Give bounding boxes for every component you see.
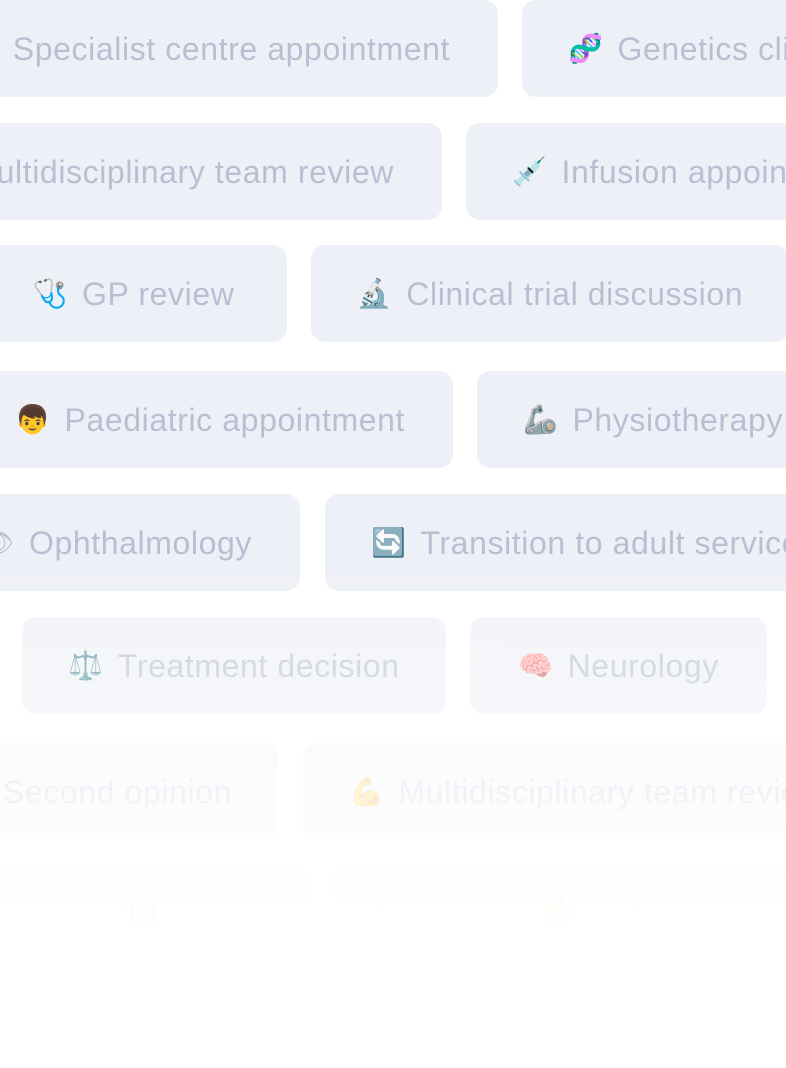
child-icon: 👦 bbox=[15, 403, 51, 435]
clipboard-icon: 📋 bbox=[125, 897, 161, 928]
option-label: Physiotherapy bbox=[572, 401, 784, 438]
flexed-biceps-icon: 💪 bbox=[349, 775, 385, 807]
option-transition-to-adult-services[interactable]: 🔄 Transition to adult services bbox=[325, 494, 786, 591]
option-faded-2[interactable]: 👶 bbox=[332, 866, 786, 960]
baby-icon: 👶 bbox=[542, 897, 578, 928]
option-faded-1[interactable]: 📋 bbox=[0, 866, 310, 960]
syringe-icon: 💉 bbox=[512, 155, 548, 187]
option-label: Specialist centre appointment bbox=[12, 30, 450, 67]
option-label: Neurology bbox=[567, 647, 719, 684]
option-specialist-centre-appointment[interactable]: Specialist centre appointment bbox=[0, 0, 498, 97]
option-clinical-trial-discussion[interactable]: 🔬 Clinical trial discussion bbox=[311, 245, 786, 342]
option-label: Treatment decision bbox=[117, 647, 400, 684]
option-multidisciplinary-team-review[interactable]: Multidisciplinary team review bbox=[0, 123, 442, 220]
option-gp-review[interactable]: 🩺 GP review bbox=[0, 245, 287, 342]
option-ophthalmology[interactable]: 👁 Ophthalmology bbox=[0, 494, 300, 591]
option-label: Transition to adult services bbox=[420, 524, 786, 561]
option-label: GP review bbox=[82, 275, 235, 312]
option-label: Paediatric appointment bbox=[64, 401, 405, 438]
option-label: Genetics clinic bbox=[617, 30, 786, 67]
stethoscope-icon: 🩺 bbox=[32, 277, 69, 309]
option-label: Second opinion bbox=[2, 773, 232, 810]
option-genetics-clinic[interactable]: 🧬 Genetics clinic bbox=[522, 0, 786, 97]
option-paediatric-appointment[interactable]: 👦 Paediatric appointment bbox=[0, 371, 453, 468]
option-treatment-decision[interactable]: ⚖️ Treatment decision bbox=[22, 617, 446, 714]
option-physiotherapy[interactable]: 🦾 Physiotherapy bbox=[477, 371, 786, 468]
option-label: Clinical trial discussion bbox=[406, 275, 744, 312]
eye-icon: 👁 bbox=[0, 528, 15, 557]
option-neurology[interactable]: 🧠 Neurology bbox=[470, 617, 767, 714]
dna-icon: 🧬 bbox=[568, 32, 604, 64]
option-label: Multidisciplinary team review bbox=[0, 153, 394, 190]
scales-icon: ⚖️ bbox=[68, 649, 104, 681]
mechanical-arm-icon: 🦾 bbox=[523, 403, 559, 435]
refresh-arrows-icon: 🔄 bbox=[371, 526, 407, 558]
option-label: Ophthalmology bbox=[28, 524, 252, 561]
option-label: Infusion appointment bbox=[561, 153, 786, 190]
brain-icon: 🧠 bbox=[518, 649, 554, 681]
microscope-icon: 🔬 bbox=[356, 277, 393, 309]
option-infusion-appointment[interactable]: 💉 Infusion appointment bbox=[466, 123, 786, 220]
option-second-opinion[interactable]: Second opinion bbox=[0, 743, 278, 840]
option-label: Multidisciplinary team review bbox=[398, 773, 786, 810]
option-multidisciplinary-team-review-2[interactable]: 💪 Multidisciplinary team review bbox=[303, 743, 786, 840]
